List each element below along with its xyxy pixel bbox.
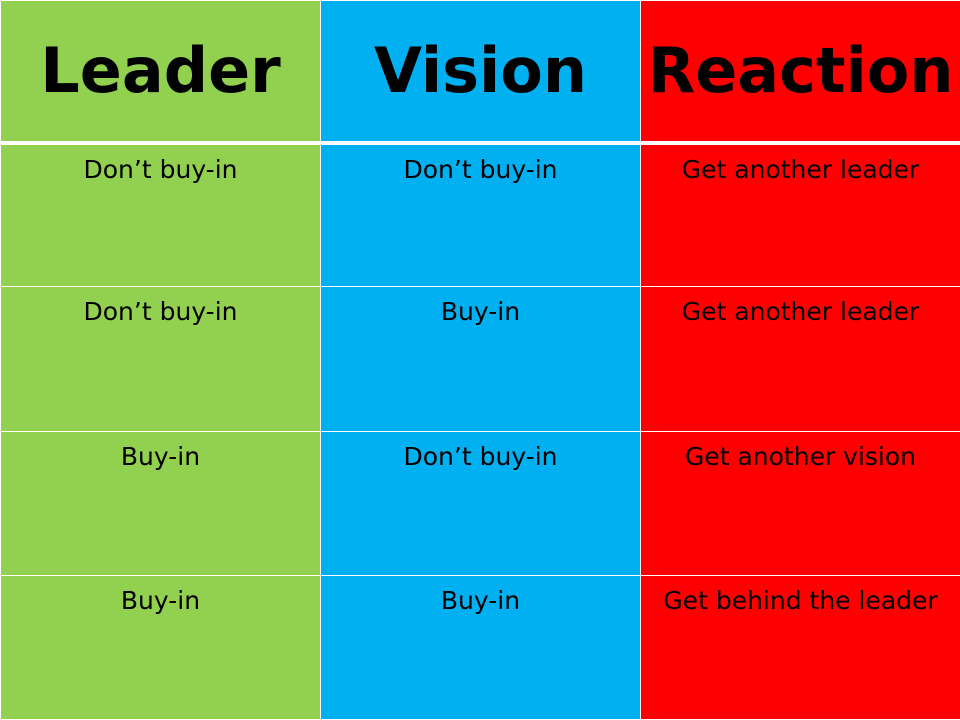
- header-leader: Leader: [0, 0, 321, 145]
- header-vision: Vision: [320, 0, 641, 145]
- table-row: Buy-in Don’t buy-in Get another vision: [0, 430, 960, 576]
- header-reaction: Reaction: [640, 0, 960, 145]
- table-row: Buy-in Buy-in Get behind the leader: [0, 574, 960, 720]
- cell-vision: Buy-in: [320, 574, 641, 720]
- cell-vision: Don’t buy-in: [320, 430, 641, 576]
- cell-vision: Buy-in: [320, 286, 641, 432]
- cell-leader: Don’t buy-in: [0, 141, 321, 288]
- cell-leader: Buy-in: [0, 430, 321, 576]
- cell-vision: Don’t buy-in: [320, 141, 641, 288]
- cell-reaction: Get another leader: [640, 141, 960, 288]
- cell-reaction: Get another vision: [640, 430, 960, 576]
- cell-leader: Don’t buy-in: [0, 286, 321, 432]
- cell-reaction: Get behind the leader: [640, 574, 960, 720]
- table-row: Don’t buy-in Don’t buy-in Get another le…: [0, 141, 960, 288]
- cell-leader: Buy-in: [0, 574, 321, 720]
- table-row: Don’t buy-in Buy-in Get another leader: [0, 286, 960, 432]
- header-row: Leader Vision Reaction: [0, 0, 960, 145]
- cell-reaction: Get another leader: [640, 286, 960, 432]
